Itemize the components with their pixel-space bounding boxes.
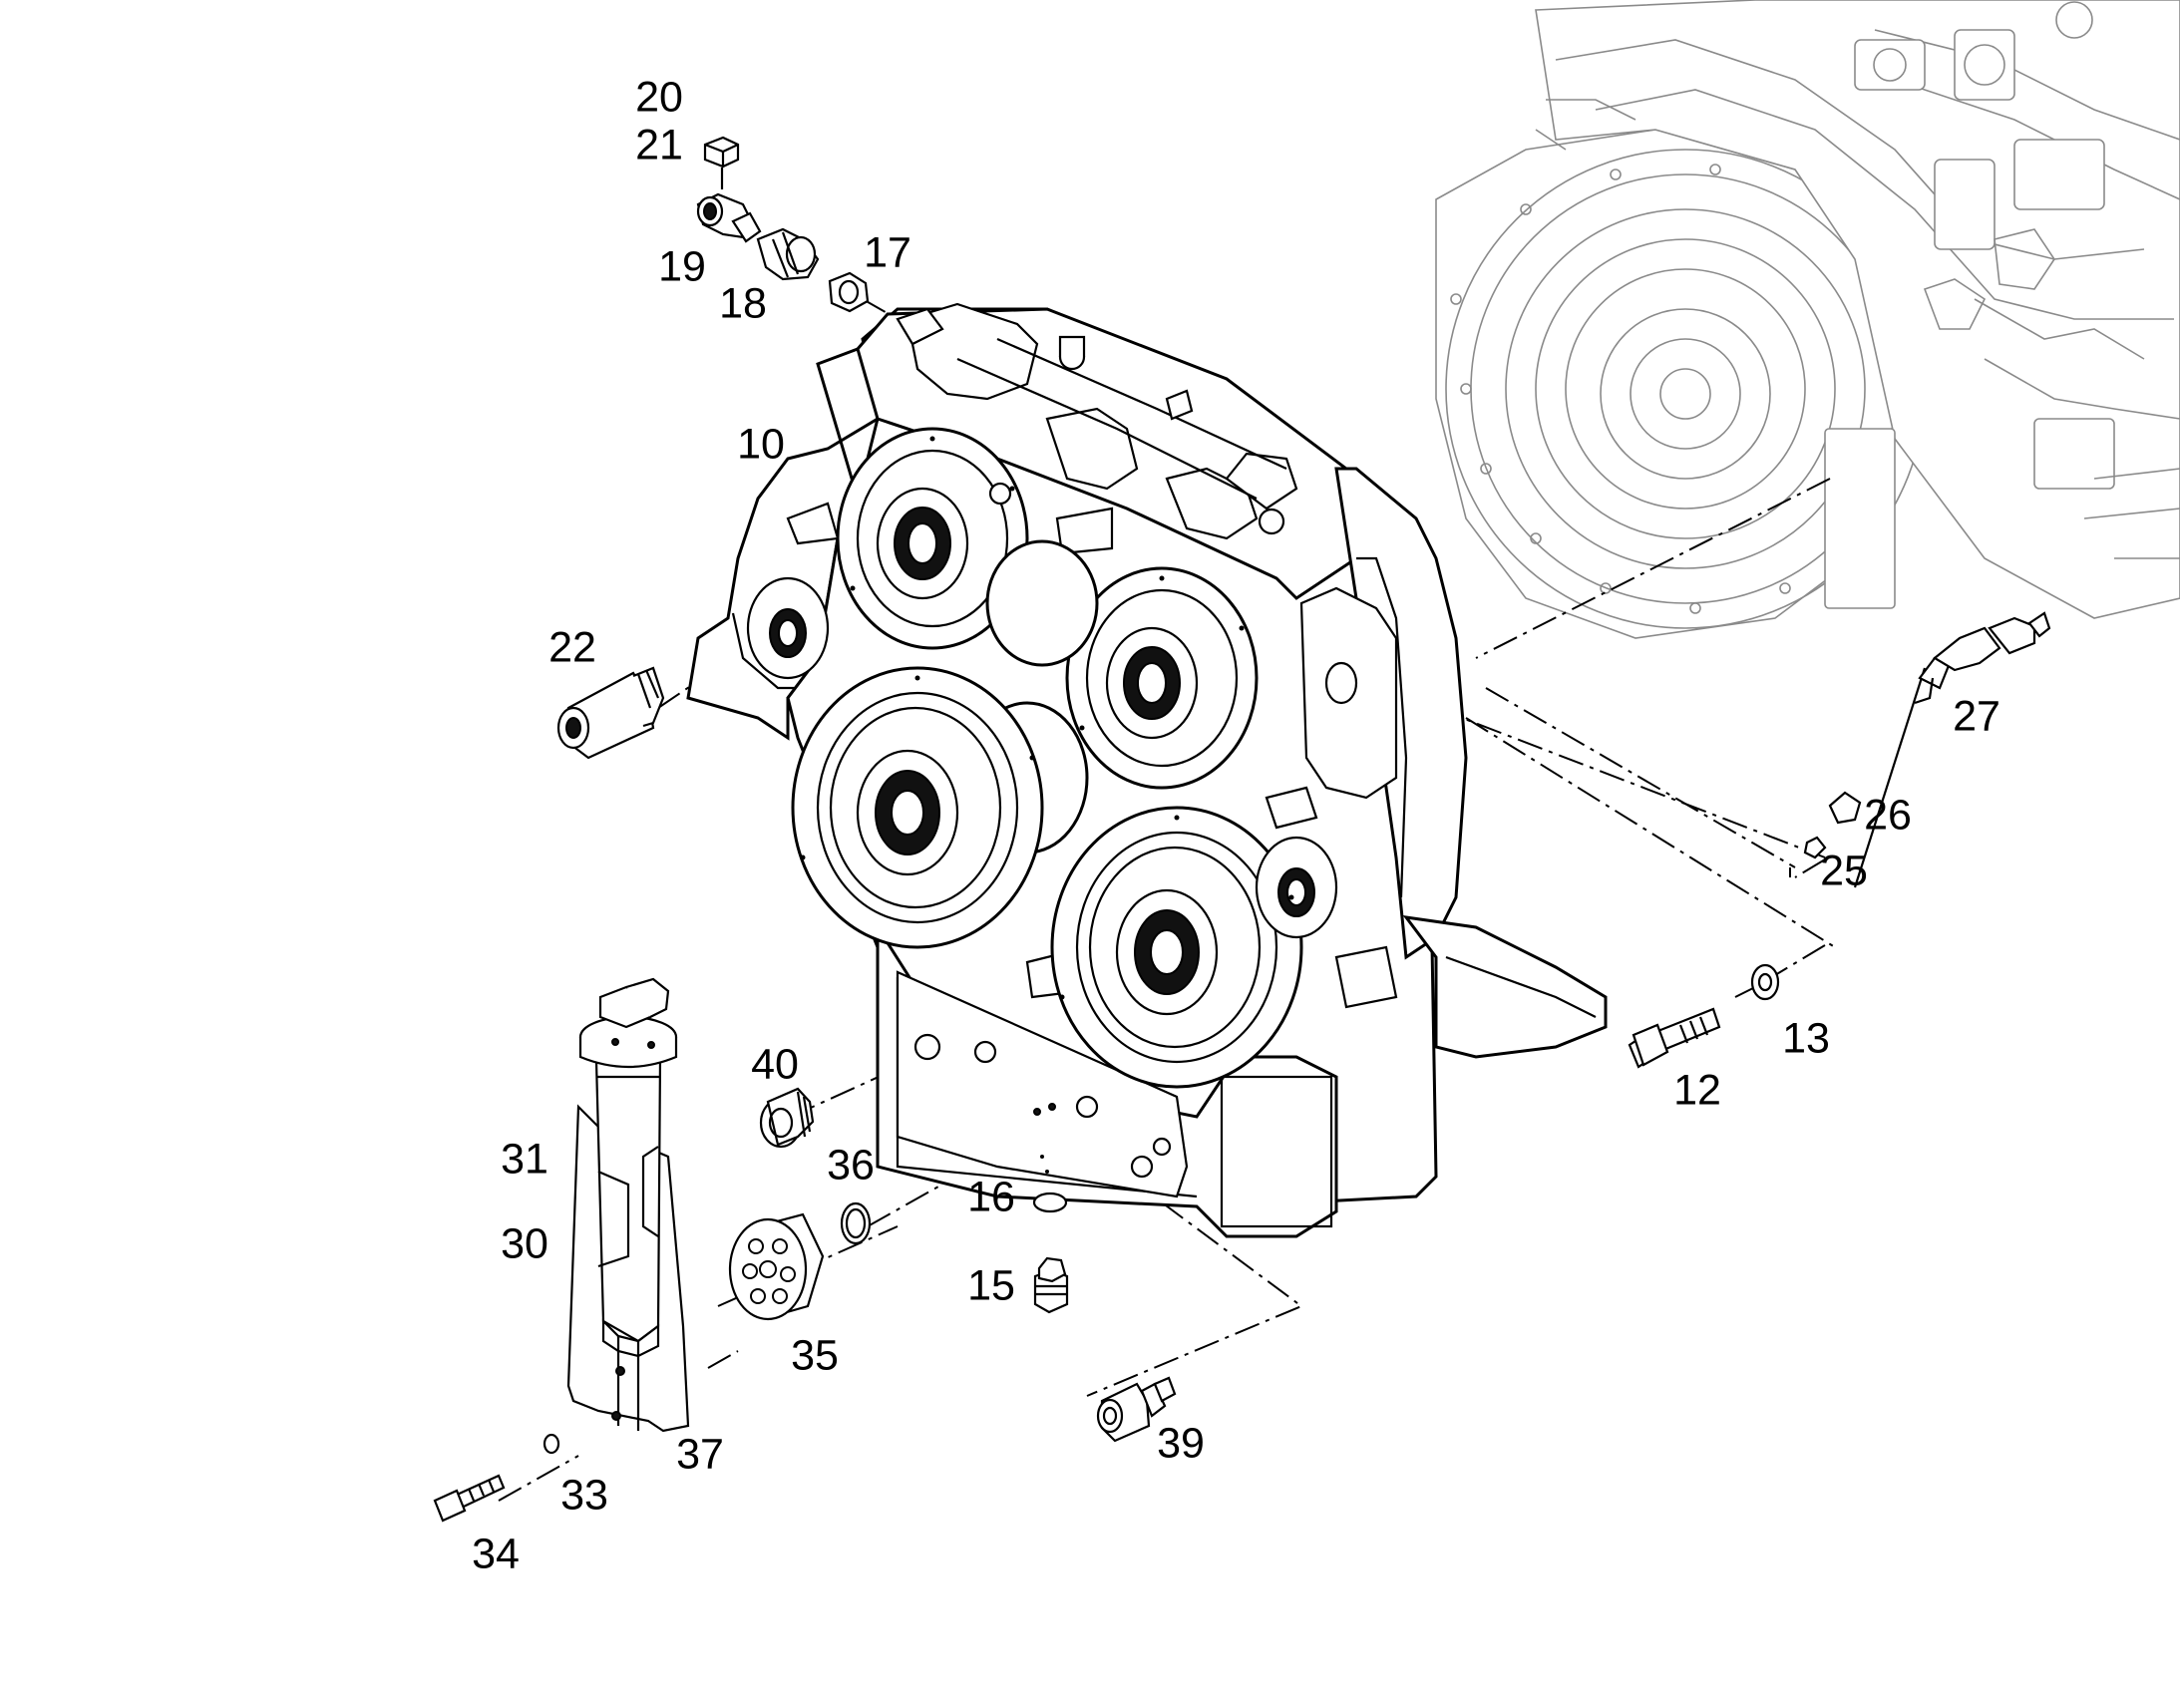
callout-16: 16	[967, 1173, 1015, 1221]
part-35-rotor	[728, 1212, 825, 1321]
part-40-plug	[759, 1087, 815, 1149]
engine-background	[1435, 0, 2180, 639]
callout-36: 36	[827, 1141, 875, 1190]
part-33-washer	[543, 1433, 560, 1455]
callout-10: 10	[737, 420, 785, 469]
part-15-plug	[1033, 1256, 1069, 1314]
callout-31: 31	[501, 1135, 548, 1184]
callout-22: 22	[548, 623, 596, 672]
part-39-fitting	[1096, 1376, 1177, 1443]
reference-dots	[1040, 1155, 1049, 1174]
part-34-bolt	[433, 1474, 506, 1523]
callout-12: 12	[1673, 1066, 1721, 1115]
part-12-bolt	[1628, 963, 1780, 1069]
callout-20: 20	[635, 73, 683, 122]
callout-39: 39	[1157, 1419, 1205, 1468]
top-fittings	[696, 136, 870, 313]
callout-30: 30	[501, 1219, 548, 1268]
callout-34: 34	[472, 1530, 520, 1578]
callout-35: 35	[791, 1331, 839, 1380]
callout-18: 18	[719, 279, 767, 328]
callout-27: 27	[1953, 692, 2000, 741]
part-36-ring	[840, 1201, 872, 1245]
callout-40: 40	[751, 1040, 799, 1089]
part-27-cable	[1803, 611, 2051, 888]
callout-15: 15	[967, 1261, 1015, 1310]
callout-21: 21	[635, 121, 683, 170]
callout-13: 13	[1782, 1014, 1830, 1063]
callout-25: 25	[1820, 847, 1868, 895]
callout-17: 17	[864, 228, 911, 277]
part-30-31-lever	[566, 977, 690, 1433]
callout-33: 33	[560, 1471, 608, 1520]
callout-26: 26	[1864, 791, 1912, 840]
part-22-sensor	[556, 666, 665, 760]
callout-37: 37	[676, 1430, 724, 1479]
gearbox-housing	[686, 302, 1608, 1238]
part-16-ring	[1032, 1192, 1068, 1213]
callout-19: 19	[658, 242, 706, 291]
